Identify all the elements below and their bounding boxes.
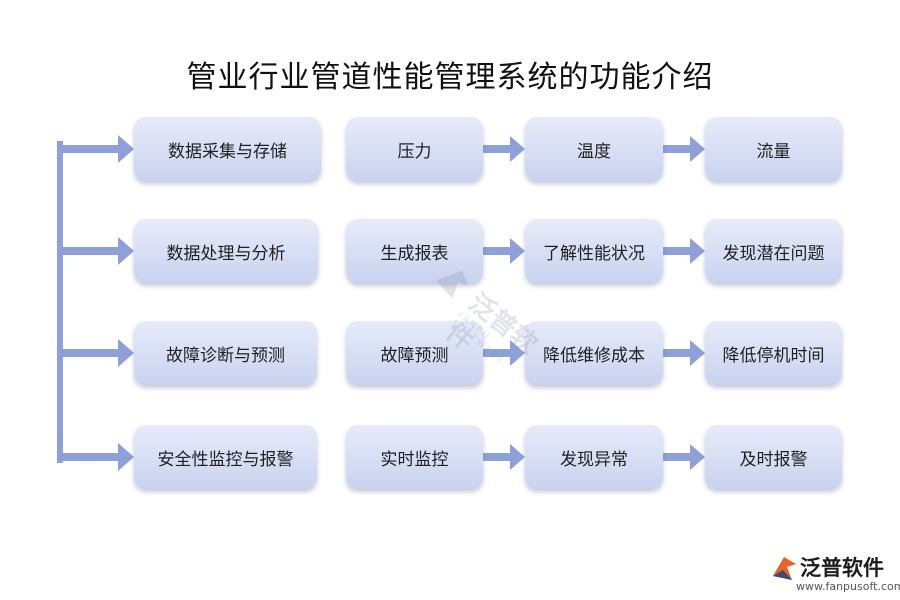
step-node-1-1: 压力: [346, 117, 483, 181]
step-arrow-4-2: [663, 444, 705, 470]
step-node-3-1: 故障预测: [346, 321, 483, 385]
step-node-4-1: 实时监控: [346, 425, 483, 489]
step-node-3-2: 降低维修成本: [525, 321, 663, 385]
step-node-1-3: 流量: [705, 117, 842, 181]
branch-arrow-2: [57, 237, 134, 265]
step-arrow-3-1: [483, 340, 525, 366]
step-arrow-1-1: [483, 136, 525, 162]
step-node-2-1: 生成报表: [346, 219, 483, 283]
step-node-3-3: 降低停机时间: [705, 321, 842, 385]
brand-url: www.fanpusoft.com: [796, 580, 900, 593]
step-node-4-3: 及时报警: [705, 425, 842, 489]
branch-arrow-4: [57, 443, 134, 471]
branch-arrow-1: [57, 135, 134, 163]
brand-name: 泛普软件: [800, 556, 884, 580]
function-node-1: 数据采集与存储: [134, 117, 321, 181]
brand-logo: 泛普软件 www.fanpusoft.com: [770, 552, 900, 597]
step-node-4-2: 发现异常: [525, 425, 663, 489]
step-arrow-1-2: [663, 136, 705, 162]
function-node-2: 数据处理与分析: [134, 219, 318, 283]
watermark-logo-icon: [436, 270, 469, 299]
step-node-1-2: 温度: [525, 117, 663, 181]
diagram-title: 管业行业管道性能管理系统的功能介绍: [186, 60, 714, 95]
step-arrow-3-2: [663, 340, 705, 366]
function-node-4: 安全性监控与报警: [134, 425, 317, 489]
brand-logo-icon: [773, 557, 796, 580]
step-node-2-2: 了解性能状况: [525, 219, 663, 283]
step-node-2-3: 发现潜在问题: [705, 219, 842, 283]
spine-line: [57, 141, 63, 463]
function-node-3: 故障诊断与预测: [134, 321, 317, 385]
step-arrow-2-1: [483, 238, 525, 264]
step-arrow-4-1: [483, 444, 525, 470]
branch-arrow-3: [57, 339, 134, 367]
watermark: 泛普软件 FANPU SOFTWARE: [390, 252, 562, 417]
step-arrow-2-2: [663, 238, 705, 264]
